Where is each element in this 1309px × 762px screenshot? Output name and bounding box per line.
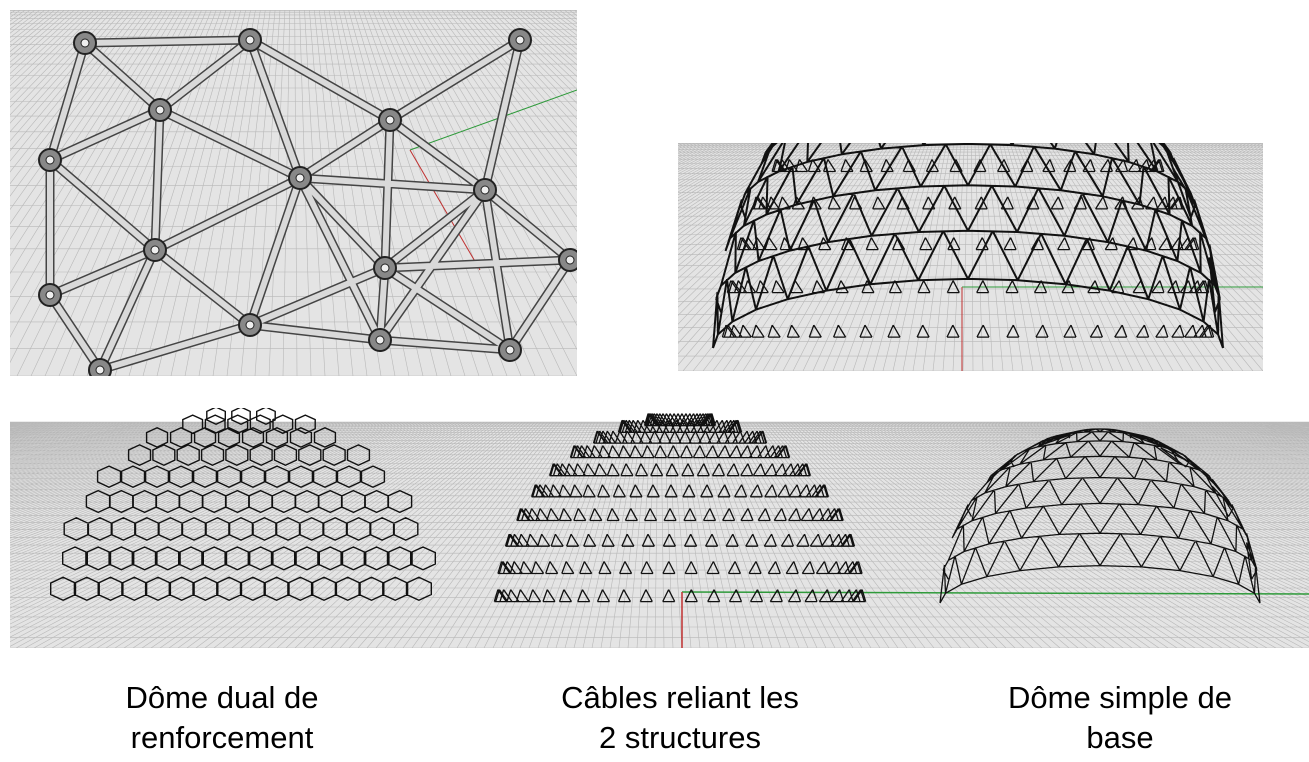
combined-outer-cables-struts [721, 159, 1215, 338]
node-joint-icon [373, 256, 397, 280]
node-joint-inner [295, 173, 305, 183]
simple-geodesic-dome [939, 428, 1261, 604]
node-joint-inner [505, 345, 515, 355]
node-joint-inner [45, 155, 55, 165]
closeup-green-axis [409, 89, 577, 151]
simple-geodesic-dome-struts [939, 428, 1261, 604]
caption-cables-line2: 2 structures [599, 720, 761, 755]
dual-hex-dome [50, 408, 436, 601]
caption-simple-line2: base [1086, 720, 1154, 755]
node-joint-inner [245, 35, 255, 45]
node-joint-icon [238, 313, 262, 337]
closeup-struts [45, 35, 575, 375]
combined-dome-group [712, 143, 1224, 349]
node-joint-inner [95, 365, 105, 375]
node-joint-icon [368, 328, 392, 352]
node-joint-icon [558, 248, 577, 272]
node-joint-icon [73, 31, 97, 55]
combined-dome-panel [678, 143, 1263, 371]
node-joint-icon [38, 283, 62, 307]
caption-simple-line1: Dôme simple de [1008, 680, 1232, 715]
combined-outer-cables [721, 159, 1215, 338]
node-joint-inner [515, 35, 525, 45]
cable-spike-structure [493, 413, 867, 603]
node-joint-inner [245, 320, 255, 330]
node-joint-icon [143, 238, 167, 262]
caption-cables: Câbles reliant les 2 structures [505, 678, 855, 758]
node-joint-icon [148, 98, 172, 122]
node-joint-icon [288, 166, 312, 190]
caption-dual-line1: Dôme dual de [125, 680, 319, 715]
node-joint-icon [498, 338, 522, 362]
node-joint-inner [380, 263, 390, 273]
caption-dual-line2: renforcement [130, 720, 314, 755]
node-joint-icon [473, 178, 497, 202]
closeup-render-panel [10, 10, 577, 376]
node-joint-icon [238, 28, 262, 52]
combined-inner-dome [712, 143, 1224, 349]
node-joint-icon [88, 358, 112, 376]
node-joint-inner [375, 335, 385, 345]
node-joint-inner [45, 290, 55, 300]
caption-simple-dome: Dôme simple de base [960, 678, 1280, 758]
caption-dual-dome: Dôme dual de renforcement [72, 678, 372, 758]
node-joint-inner [150, 245, 160, 255]
dome-comparison-image [10, 408, 1309, 648]
node-joint-inner [385, 115, 395, 125]
node-joint-inner [480, 185, 490, 195]
node-joint-inner [155, 105, 165, 115]
combined-grid-floor-lines [678, 143, 1263, 371]
cable-spike-structure-struts [493, 413, 867, 603]
node-joint-icon [508, 28, 532, 52]
dual-hex-dome-cells [50, 408, 436, 601]
combined-inner-dome-struts [712, 143, 1224, 349]
node-joint-icon [38, 148, 62, 172]
node-joint-icon [378, 108, 402, 132]
closeup-strut-fill [47, 37, 573, 373]
dome-comparison-panel [10, 408, 1309, 648]
green-axis-line [681, 591, 1309, 595]
caption-cables-line1: Câbles reliant les [561, 680, 799, 715]
closeup-red-axis [409, 149, 481, 271]
closeup-render-image [10, 10, 577, 376]
node-joint-inner [80, 38, 90, 48]
node-joint-inner [565, 255, 575, 265]
combined-dome-image [678, 143, 1263, 371]
